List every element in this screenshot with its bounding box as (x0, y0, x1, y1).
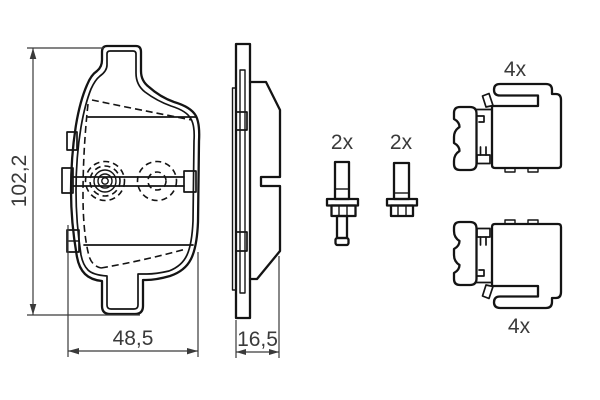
front-view (61, 44, 201, 316)
retainer-clip-lower (452, 218, 563, 310)
pin-hex-facets (338, 205, 348, 216)
hole-dashed-ring-inner (147, 171, 167, 191)
side-view (231, 42, 282, 320)
rivet-ring (93, 169, 117, 193)
guide-pin-short-qty-label: 2x (390, 131, 413, 154)
shim-clip-button-upper (235, 111, 248, 131)
rivet-dashed-ring-mid (89, 165, 121, 197)
rivet-center (101, 177, 109, 185)
dimension-side-depth: 16,5 (235, 256, 280, 358)
clip-spring-leg (452, 105, 478, 172)
extension-lines (27, 47, 140, 316)
arrowhead-down (29, 304, 37, 315)
side-depth-label: 16,5 (237, 328, 278, 351)
rivet-dashed-ring-outer (84, 160, 126, 202)
right-hole-circles (136, 160, 178, 202)
shim-inner-layer (239, 69, 246, 294)
clip-bottom-tab-1 (504, 167, 516, 173)
clip-mirrored-shape (452, 218, 563, 310)
friction-material-hidden-outline (82, 99, 193, 269)
arrowhead-left (236, 349, 246, 355)
pad-outer-contour (69, 44, 201, 316)
extension-lines (67, 225, 199, 357)
arrowhead-right (187, 348, 198, 355)
pad-inner-contour (75, 50, 196, 310)
friction-profile (248, 80, 282, 281)
shim-strip (231, 87, 237, 291)
pin-lower-shaft (335, 214, 349, 240)
guide-pin-long-qty-label: 2x (331, 131, 354, 154)
damper-bar-left-block (61, 167, 74, 194)
hole-dashed-ring-outer (136, 160, 178, 202)
backplate-profile (234, 42, 252, 320)
damper-bar-right-block (183, 170, 197, 193)
guide-pin-short: 2x (385, 131, 419, 218)
edge-clip-upper (66, 131, 78, 151)
clip-hook-legs (479, 146, 487, 156)
arrowhead-up (29, 48, 37, 59)
pin-hex (389, 204, 415, 218)
arrowhead-left (68, 348, 79, 355)
pin-hex-facets (397, 205, 407, 216)
clip-top-arm (475, 108, 493, 123)
clip-latch (481, 92, 494, 108)
pin-tip (334, 236, 350, 247)
front-width-label: 48,5 (113, 327, 154, 350)
shim-clip-button-lower (235, 231, 248, 252)
rivet-ring-inner (97, 173, 113, 189)
left-rivet-circles (84, 160, 126, 202)
dimension-front-height: 102,2 (8, 47, 140, 316)
clip-body (490, 82, 563, 170)
dimension-front-width: 48,5 (67, 225, 199, 357)
retainer-clip-upper (452, 82, 563, 173)
pin-hex (330, 204, 357, 218)
clip-lower-qty-label: 4x (508, 315, 531, 338)
pin-shaft (333, 160, 351, 201)
clip-hook-foot (476, 154, 491, 165)
clip-bottom-tab-2 (527, 167, 539, 173)
arrowhead-right (269, 349, 279, 355)
clip-upper-qty-label: 4x (504, 58, 527, 81)
guide-pin-long: 2x (325, 131, 360, 247)
front-height-label: 102,2 (8, 155, 31, 208)
